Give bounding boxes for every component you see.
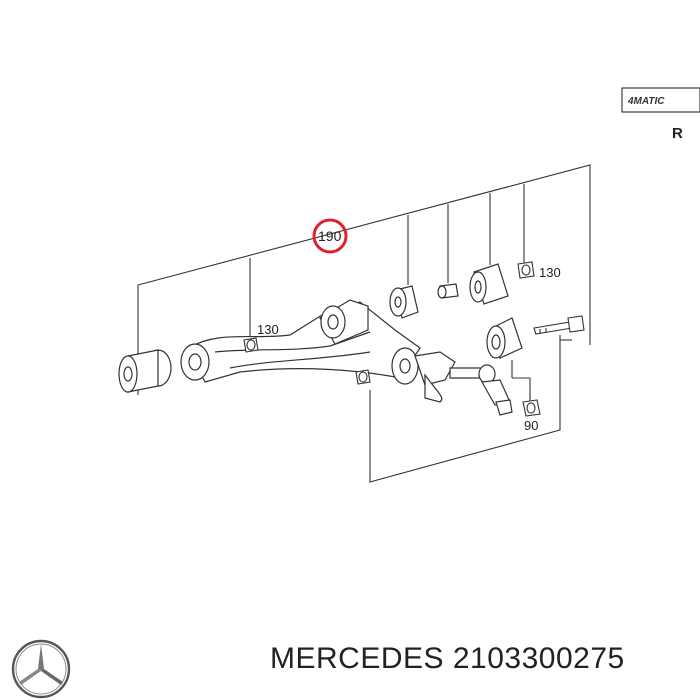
right-bushing xyxy=(486,317,523,359)
side-indicator: R xyxy=(672,125,683,142)
arm-nuts xyxy=(243,261,541,417)
callout-130-upper: 130 xyxy=(539,265,561,280)
callout-90: 90 xyxy=(524,418,538,433)
leader-lines xyxy=(124,164,591,483)
badge-text: 4MATIC xyxy=(627,96,665,107)
mercedes-star-logo-icon xyxy=(11,639,71,699)
brand-name: MERCEDES xyxy=(270,642,445,675)
callout-190: 190 xyxy=(318,228,342,244)
ball-joint xyxy=(449,364,513,416)
left-bushing xyxy=(118,349,172,393)
4matic-badge: 4MATIC xyxy=(621,87,700,113)
highlight-ring xyxy=(312,218,348,254)
callout-130-left: 130 xyxy=(257,322,279,337)
upper-bushings xyxy=(389,263,509,319)
control-arm xyxy=(180,299,456,403)
part-number: 2103300275 xyxy=(452,642,625,675)
part-caption: MERCEDES 2103300275 xyxy=(270,642,625,676)
bolt xyxy=(533,315,585,335)
